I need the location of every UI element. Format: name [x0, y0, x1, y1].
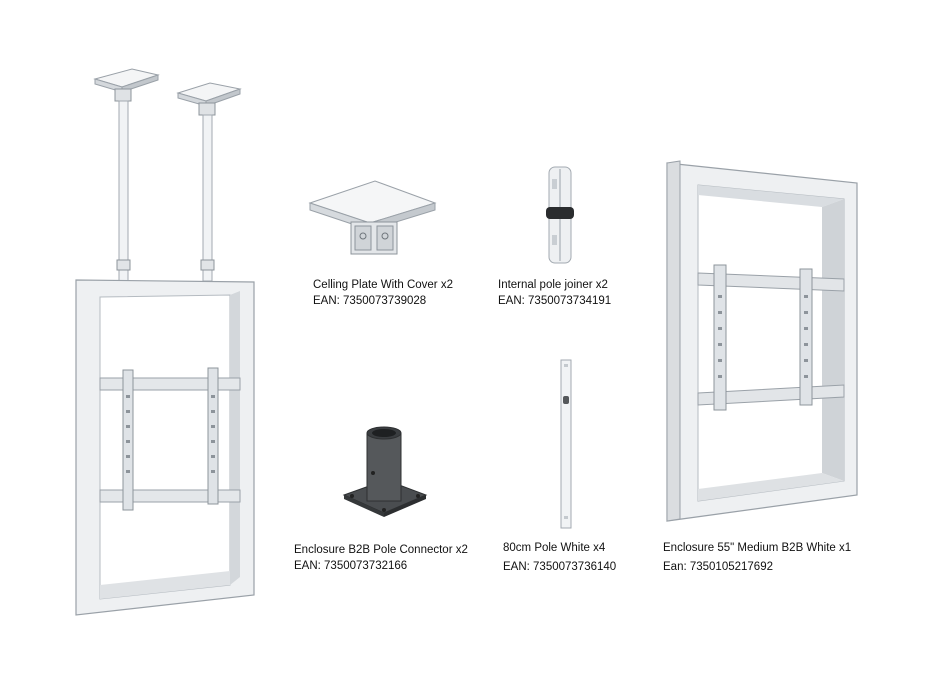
ceiling-plate-label: Celling Plate With Cover x2 EAN: 7350073… — [313, 277, 453, 309]
pole-image — [558, 358, 574, 530]
enclosure-name: Enclosure 55" Medium B2B White x1 — [663, 542, 852, 554]
pole-joiner-image — [540, 165, 580, 265]
pole-name: 80cm Pole White x4 — [503, 542, 606, 554]
ceiling-plate-name: Celling Plate With Cover x2 — [313, 279, 453, 291]
pole-connector-label: Enclosure B2B Pole Connector x2 EAN: 735… — [294, 542, 468, 574]
enclosure-ean: Ean: 7350105217692 — [663, 561, 773, 573]
pole-ean: EAN: 7350073736140 — [503, 561, 617, 573]
pole-label: 80cm Pole White x4 EAN: 7350073736140 — [503, 540, 616, 575]
pole-connector-name: Enclosure B2B Pole Connector x2 — [294, 544, 468, 556]
pole-joiner-name: Internal pole joiner x2 — [498, 279, 608, 291]
pole-connector-ean: EAN: 7350073732166 — [294, 560, 408, 572]
enclosure-label: Enclosure 55" Medium B2B White x1 Ean: 7… — [663, 540, 851, 575]
pole-joiner-ean: EAN: 7350073734191 — [498, 295, 612, 307]
assembled-ceiling-mount-image — [70, 65, 265, 620]
ceiling-plate-ean: EAN: 7350073739028 — [313, 295, 427, 307]
pole-connector-image — [340, 425, 430, 525]
enclosure-image — [662, 155, 862, 525]
pole-joiner-label: Internal pole joiner x2 EAN: 73500737341… — [498, 277, 611, 309]
ceiling-plate-image — [305, 178, 440, 258]
